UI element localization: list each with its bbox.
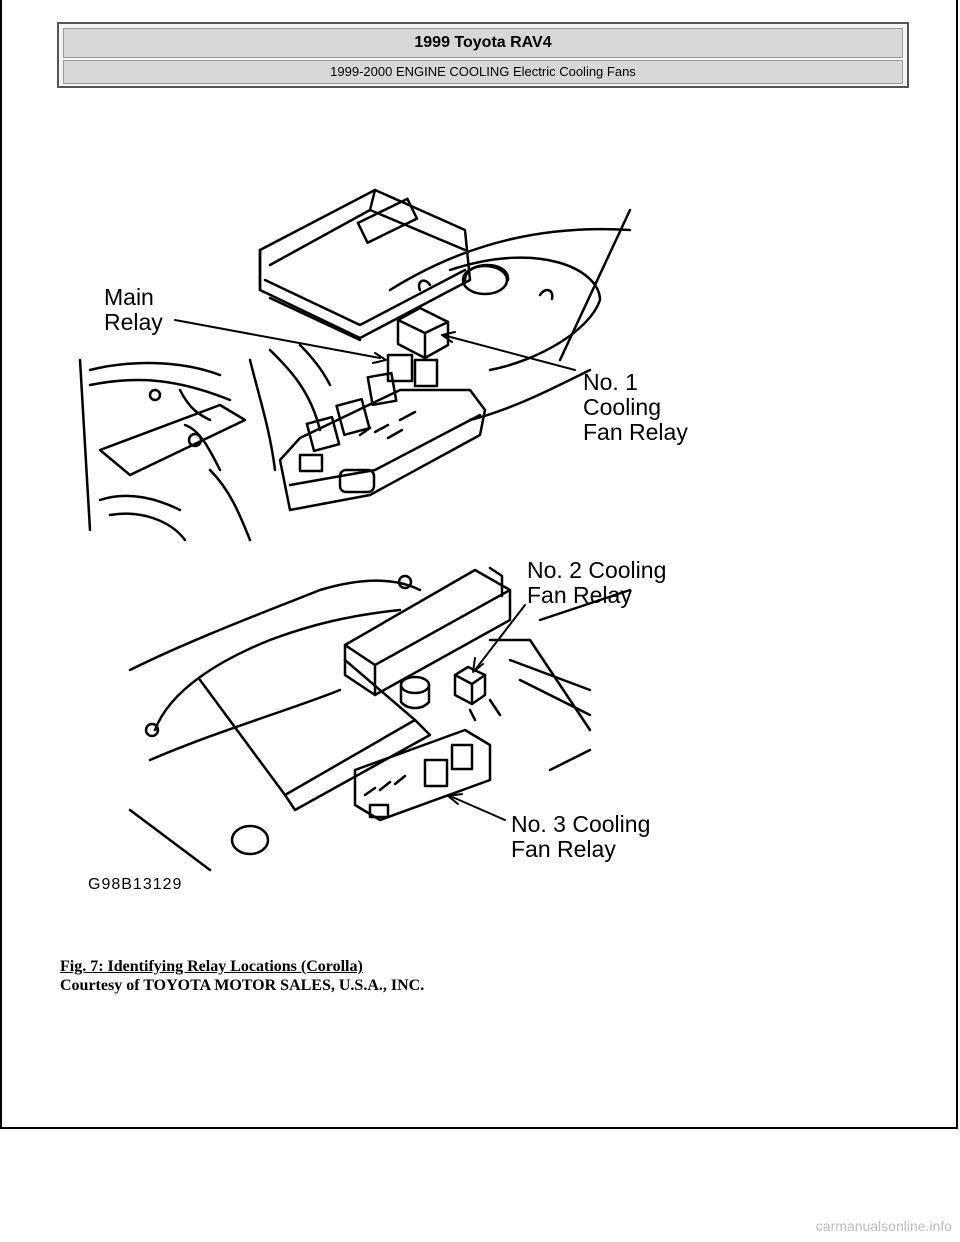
header: 1999 Toyota RAV4 1999-2000 ENGINE COOLIN… — [57, 22, 909, 88]
lower-engine-bay-drawing — [128, 566, 632, 872]
figure-courtesy: Courtesy of TOYOTA MOTOR SALES, U.S.A., … — [60, 977, 425, 994]
label-main-relay: Main Relay — [104, 284, 163, 335]
figure-caption: Fig. 7: Identifying Relay Locations (Cor… — [60, 957, 424, 995]
page-subtitle: 1999-2000 ENGINE COOLING Electric Coolin… — [63, 60, 903, 84]
relay-location-illustration — [78, 188, 632, 872]
watermark: carmanualsonline.info — [815, 1218, 952, 1234]
upper-engine-bay-drawing — [78, 188, 632, 542]
figure-caption-link[interactable]: Fig. 7: Identifying Relay Locations (Cor… — [60, 958, 363, 975]
lower-leader-lines — [447, 604, 526, 821]
label-no3-cooling-fan-relay: No. 3 Cooling Fan Relay — [511, 811, 651, 862]
label-no2-cooling-fan-relay: No. 2 Cooling Fan Relay — [527, 557, 667, 608]
figure-code: G98B13129 — [88, 876, 183, 893]
label-no1-cooling-fan-relay: No. 1 Cooling Fan Relay — [583, 369, 688, 445]
page-frame — [0, 0, 958, 1129]
upper-leader-lines — [174, 319, 576, 371]
page-title: 1999 Toyota RAV4 — [63, 28, 903, 58]
